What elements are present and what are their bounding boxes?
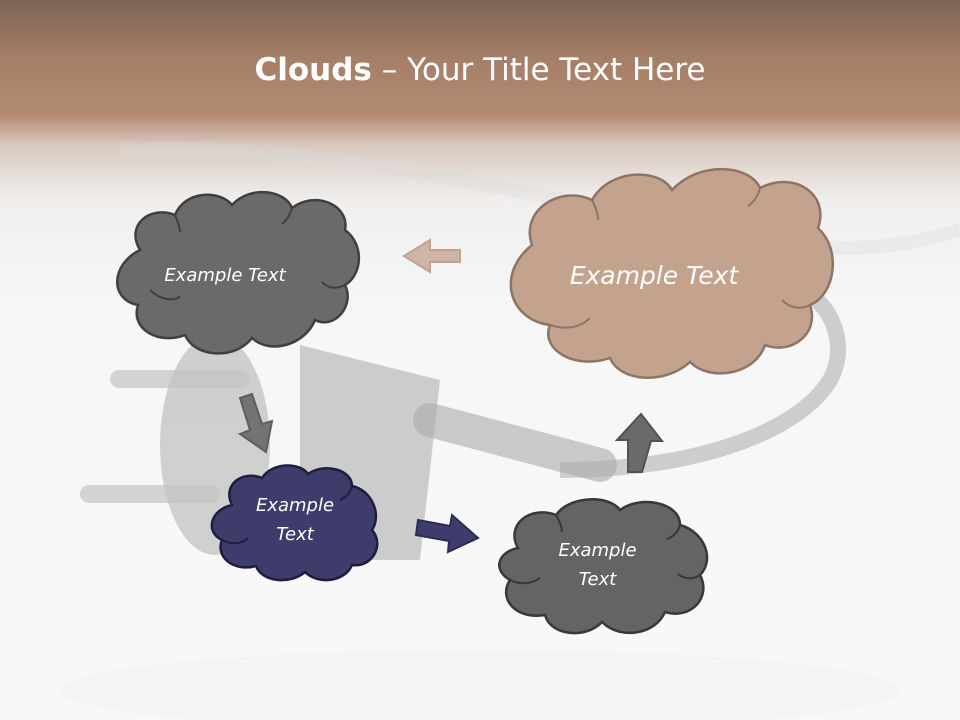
arrow-up [614,412,665,473]
cloud-top-left-text: Example Text [164,264,286,286]
cloud-top-right-text: Example Text [569,260,739,290]
arrow-right [414,513,480,554]
cloud-top-right [509,167,834,379]
title-rest: – Your Title Text Here [371,52,706,88]
cloud-bottom-right-text: Example Text [558,540,637,590]
cloud-small-navy-text: Example Text [255,495,335,545]
arrow-left [402,238,461,274]
cloud-top-left [116,190,361,355]
title-bold: Clouds [254,52,372,88]
cloud-small-navy [210,464,379,582]
slide-title: Clouds – Your Title Text Here [0,52,960,88]
cloud-bottom-right [498,498,709,635]
arrow-down [237,392,274,454]
